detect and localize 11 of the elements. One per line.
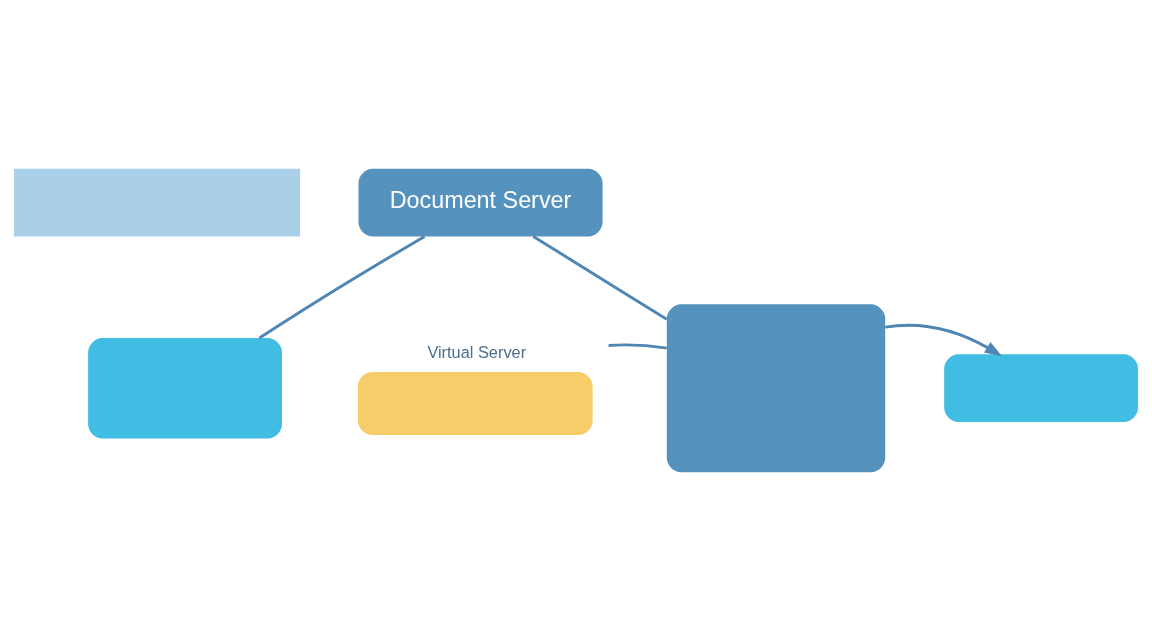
connector <box>258 234 426 339</box>
node-box <box>944 353 1139 422</box>
node-box <box>357 371 593 435</box>
connector <box>532 234 668 320</box>
node-box <box>666 303 886 472</box>
connector <box>608 342 667 350</box>
node-box <box>88 337 282 438</box>
node-bar <box>13 168 301 236</box>
node-box: Document Server <box>358 168 603 236</box>
arrow <box>885 323 1003 356</box>
node-label: Virtual Server <box>427 342 527 361</box>
